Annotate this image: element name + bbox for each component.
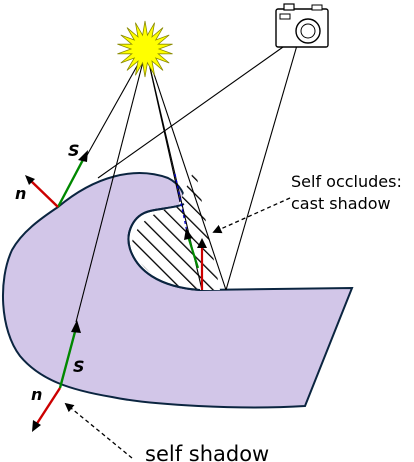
cast-shadow-pointer <box>212 197 291 234</box>
normal-vector-top <box>29 179 59 208</box>
label-n-bottom: n <box>31 385 42 404</box>
camera-icon <box>275 3 329 48</box>
light-vector-bottom-head <box>71 320 81 333</box>
cast-shadow-hatch <box>132 168 220 290</box>
label-self-occludes: Self occludes: <box>291 172 402 191</box>
self-shadow-pointer <box>64 402 133 459</box>
label-cast-shadow: cast shadow <box>291 194 391 213</box>
normal-vector-pocket-head <box>197 238 207 248</box>
label-n-top: n <box>15 184 26 203</box>
label-self-shadow: self shadow <box>145 442 269 462</box>
light-vector-pocket-head <box>184 228 193 240</box>
light-vector-top <box>56 155 87 208</box>
label-s-top: S <box>68 141 80 160</box>
light-vector-bottom <box>58 327 78 389</box>
light-vector-pocket <box>186 235 200 269</box>
light-vector-top-head <box>78 150 88 162</box>
sun-icon <box>117 20 173 78</box>
label-s-bottom: S <box>73 357 85 376</box>
normal-vector-top-head <box>25 175 35 185</box>
view-rays <box>97 34 301 291</box>
pocket-outline <box>127 203 201 291</box>
normal-vector-bottom <box>34 387 62 426</box>
normal-vector-bottom-head <box>32 420 41 432</box>
occluded-ray <box>174 173 188 233</box>
